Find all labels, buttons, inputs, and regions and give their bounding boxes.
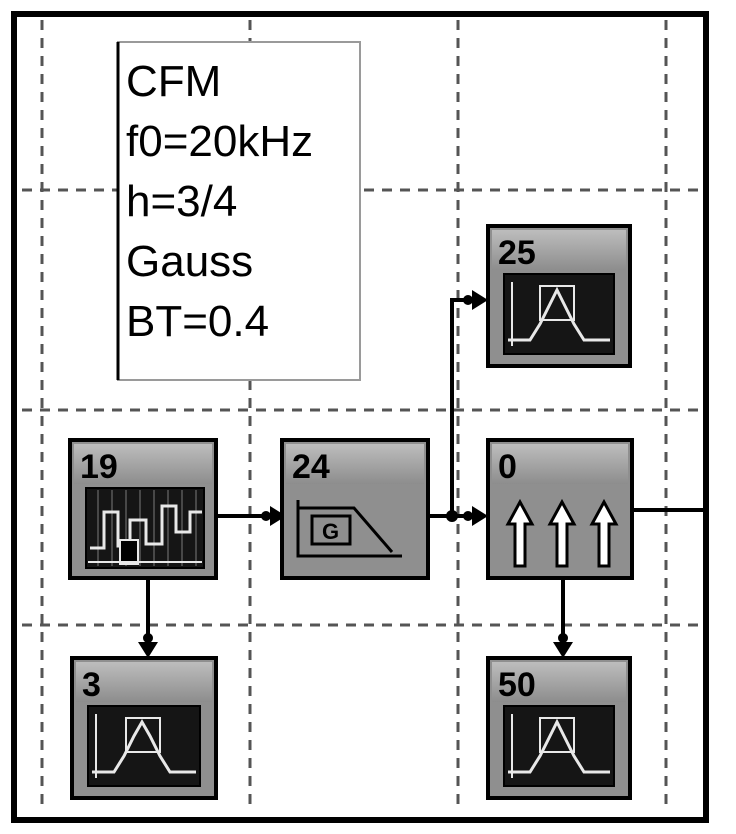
parameter-note[interactable]: CFM f0=20kHz h=3/4 Gauss BT=0.4 <box>116 41 361 381</box>
svg-text:G: G <box>322 519 339 544</box>
spectrum-display-icon <box>87 705 201 787</box>
arrow-head <box>270 506 286 526</box>
block-analyzer-3[interactable]: 3 <box>70 656 218 800</box>
diagram-frame <box>11 11 709 823</box>
block-number: 50 <box>498 666 536 704</box>
block-source-19[interactable]: 19 <box>68 438 218 580</box>
block-analyzer-25[interactable]: 25 <box>486 224 632 368</box>
block-number: 3 <box>82 666 101 704</box>
spectrum-display-icon <box>503 273 615 355</box>
arrow-head <box>472 290 488 310</box>
note-line-modulation: CFM <box>126 57 221 106</box>
block-filter-24[interactable]: 24 G <box>280 438 430 580</box>
block-analyzer-50[interactable]: 50 <box>486 656 632 800</box>
random-signal-source-icon <box>85 487 205 569</box>
note-line-bt: BT=0.4 <box>126 297 269 346</box>
triple-arrow-icon <box>505 498 619 568</box>
arrow-head <box>472 506 488 526</box>
connection-markers <box>138 290 573 658</box>
arrow-head <box>138 642 158 658</box>
block-number: 19 <box>80 448 118 486</box>
block-number: 24 <box>292 448 330 486</box>
spectrum-display-icon <box>503 705 615 787</box>
note-line-filter-type: Gauss <box>126 237 253 286</box>
block-number: 25 <box>498 234 536 272</box>
note-line-frequency: f0=20kHz <box>126 117 313 166</box>
junction-dot <box>446 510 458 522</box>
block-number: 0 <box>498 448 517 486</box>
gaussian-filter-icon: G <box>296 500 402 558</box>
arrow-head <box>553 642 573 658</box>
note-line-index: h=3/4 <box>126 177 237 226</box>
block-modulator-0[interactable]: 0 <box>486 438 634 580</box>
